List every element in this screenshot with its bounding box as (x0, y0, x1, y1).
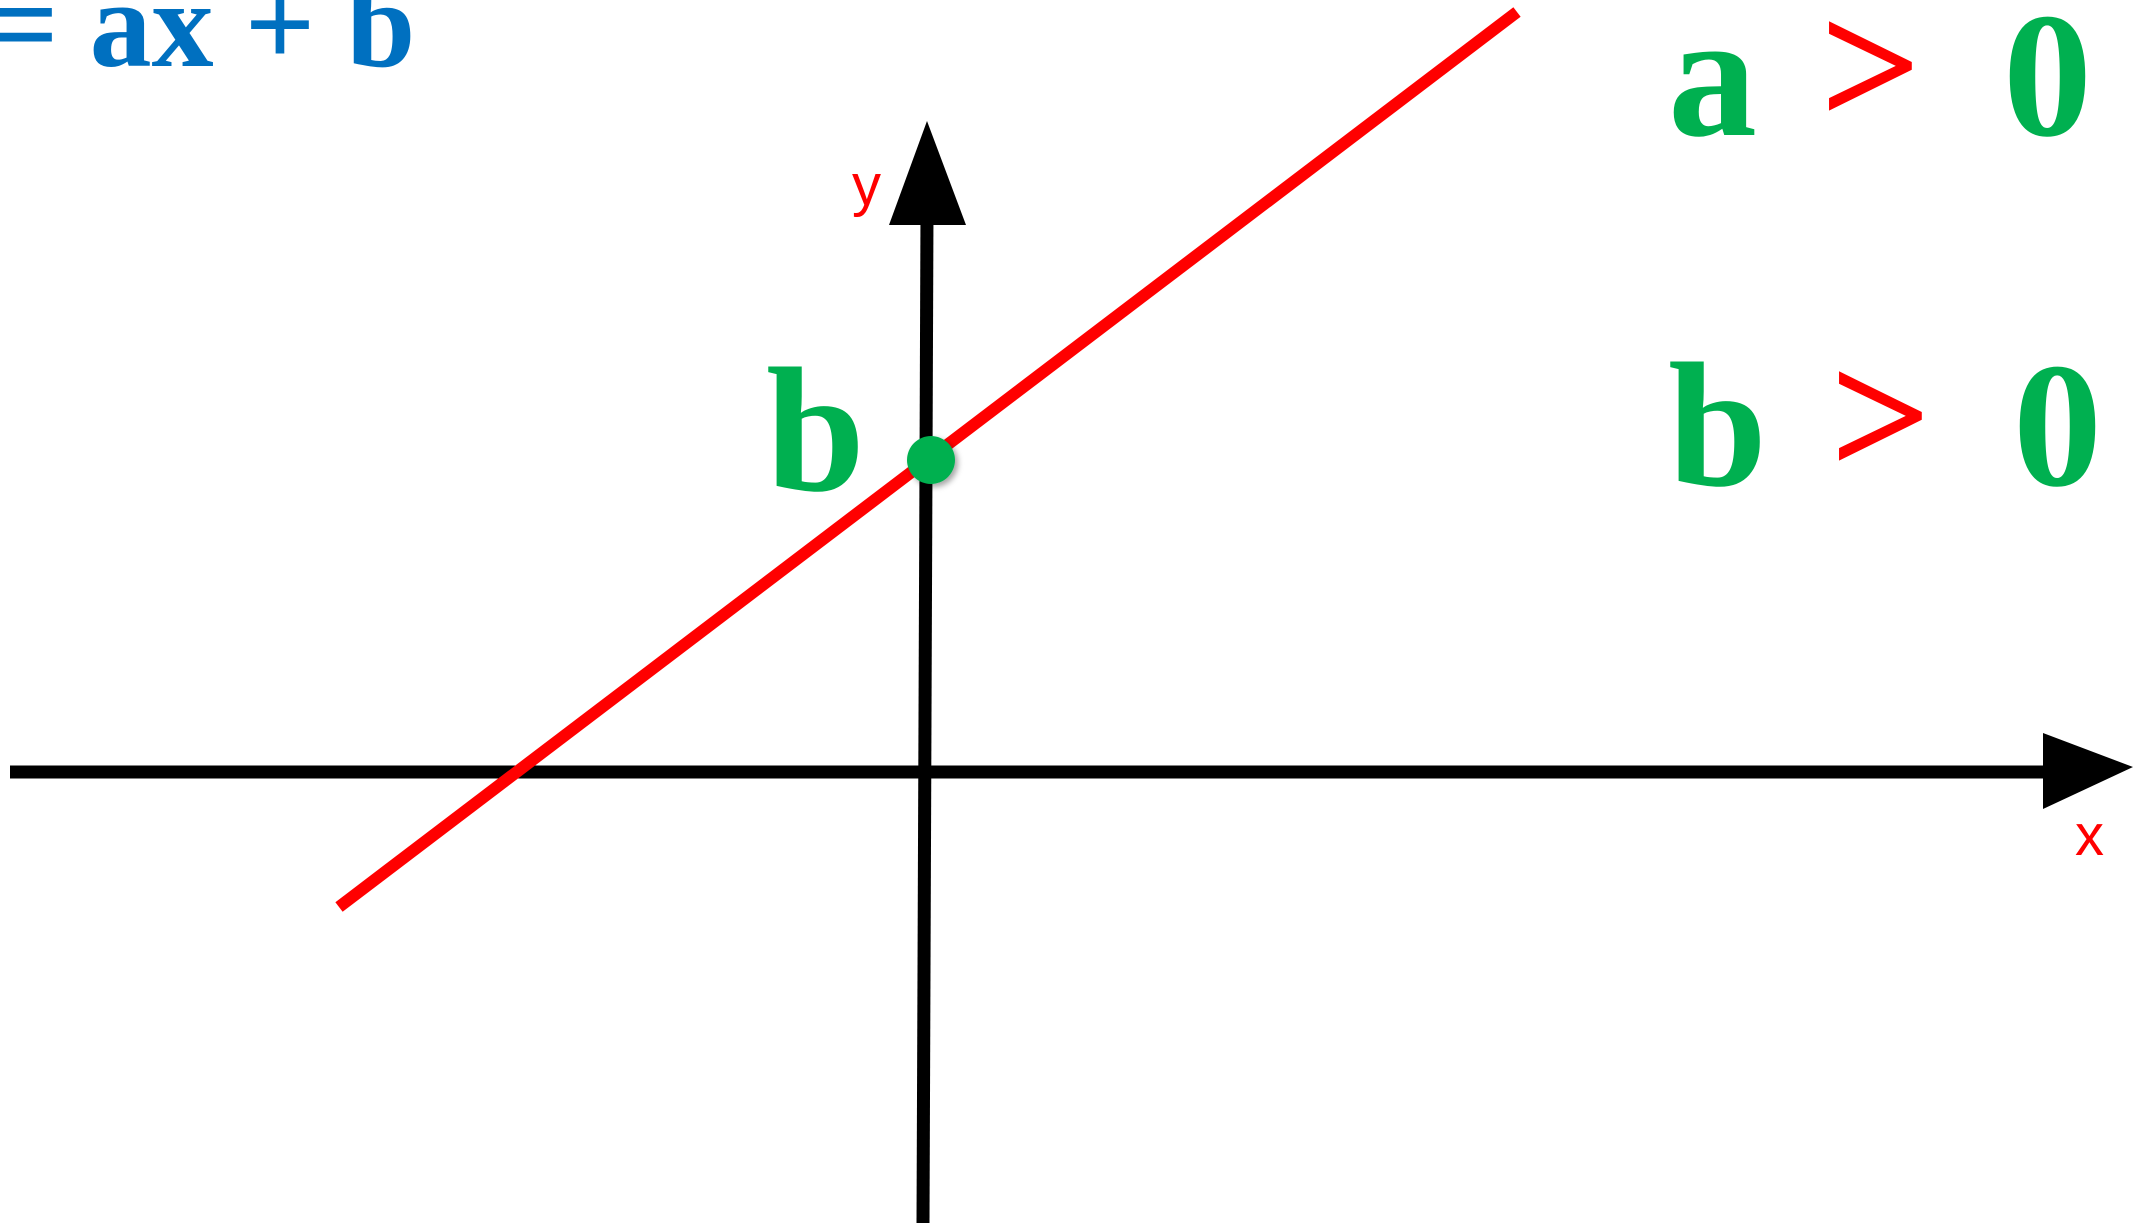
y-intercept-point (907, 436, 955, 484)
condition-b-operator: > (1830, 316, 1931, 514)
condition-a-value: 0 (2003, 0, 2092, 174)
condition-b-variable: b (1668, 326, 1767, 524)
y-axis-label: y (852, 153, 881, 218)
x-axis-label: x (2075, 803, 2104, 868)
y-axis (916, 209, 934, 1223)
condition-a-operator: > (1820, 0, 1921, 164)
x-axis-arrowhead (2043, 733, 2133, 809)
intercept-label: b (766, 331, 865, 529)
condition-b-value: 0 (2013, 326, 2102, 524)
equation-title: y = ax + b (0, 0, 415, 93)
condition-a-variable: a (1668, 0, 1757, 174)
y-axis-arrowhead (889, 121, 966, 225)
